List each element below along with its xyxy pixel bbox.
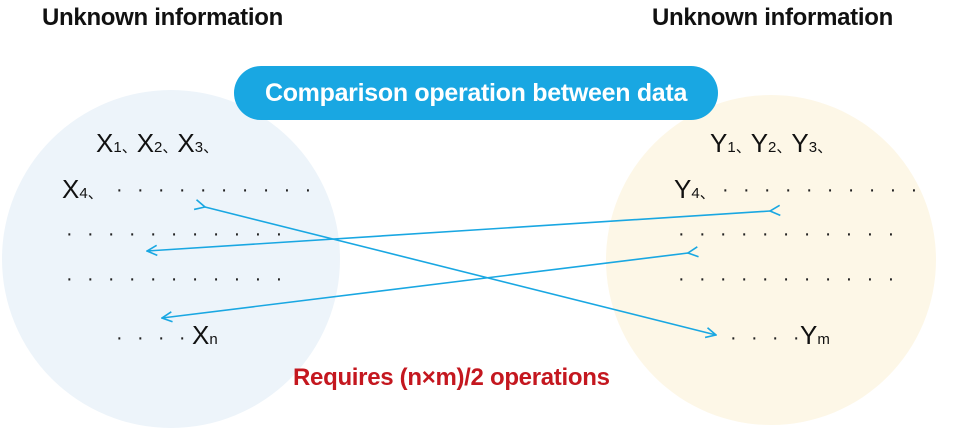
element-x3: X xyxy=(177,128,195,158)
arrow-x-to-ym xyxy=(205,207,716,335)
left-heading: Unknown information xyxy=(42,4,283,31)
right-last-element: Ym xyxy=(800,320,830,350)
comparison-operation-label: Comparison operation between data xyxy=(234,66,718,120)
arrow-y4-to-x xyxy=(147,211,770,251)
right-dots-row-3: ··········· xyxy=(678,268,909,290)
right-dots-row-1: ·········· xyxy=(722,179,932,201)
element-x2: X xyxy=(136,128,155,158)
left-first-row: X1、X2、X3、 xyxy=(96,128,219,158)
arrow-y-to-xn xyxy=(162,253,688,318)
element-y4: Y xyxy=(674,174,692,204)
element-ym: Y xyxy=(800,320,818,350)
element-x1: X xyxy=(96,128,114,158)
right-first-row: Y1、Y2、Y3、 xyxy=(710,128,833,158)
element-x4: X xyxy=(62,174,80,204)
element-y3: Y xyxy=(791,128,809,158)
operation-count-note: Requires (n×m)/2 operations xyxy=(293,364,610,391)
left-second-row: X4、 xyxy=(62,174,103,204)
right-second-row: Y4、 xyxy=(674,174,715,204)
left-dots-row-1: ·········· xyxy=(116,179,326,201)
comparison-arrows xyxy=(0,0,953,409)
right-dots-row-4: ···· xyxy=(730,327,814,349)
element-y1: Y xyxy=(710,128,728,158)
left-dots-row-4: ···· xyxy=(116,327,200,349)
right-heading: Unknown information xyxy=(652,4,893,31)
element-y2: Y xyxy=(750,128,769,158)
